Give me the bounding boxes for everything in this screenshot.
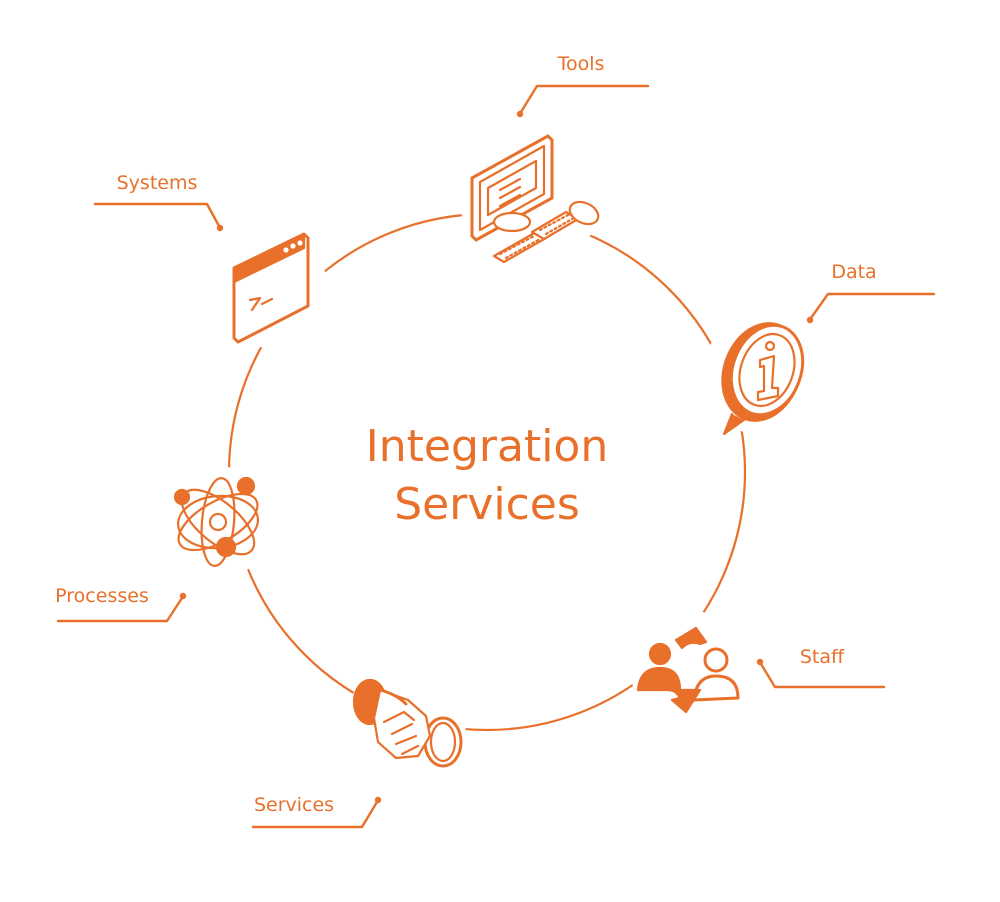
label-systems: Systems bbox=[116, 172, 198, 194]
info-bubble-icon bbox=[702, 315, 822, 436]
center-title: Integration Services bbox=[366, 418, 608, 534]
center-title-line2: Services bbox=[394, 479, 580, 530]
leader-data bbox=[809, 292, 936, 320]
leader-systems bbox=[93, 202, 221, 228]
label-services: Services bbox=[253, 794, 335, 816]
handshake-icon bbox=[346, 662, 466, 782]
leader-lines bbox=[56, 84, 936, 829]
leader-tools bbox=[519, 84, 650, 114]
leader-services bbox=[251, 800, 379, 829]
center-title-line1: Integration bbox=[365, 421, 609, 472]
atom-icon bbox=[162, 466, 274, 578]
leader-staff bbox=[759, 662, 886, 689]
computer-icon bbox=[460, 130, 600, 270]
label-tools: Tools bbox=[557, 53, 605, 75]
leader-processes bbox=[56, 596, 184, 623]
browser-window-icon bbox=[212, 232, 328, 348]
label-processes: Processes bbox=[55, 585, 149, 607]
label-staff: Staff bbox=[799, 646, 845, 668]
people-exchange-icon bbox=[630, 610, 746, 726]
label-data: Data bbox=[831, 261, 877, 283]
